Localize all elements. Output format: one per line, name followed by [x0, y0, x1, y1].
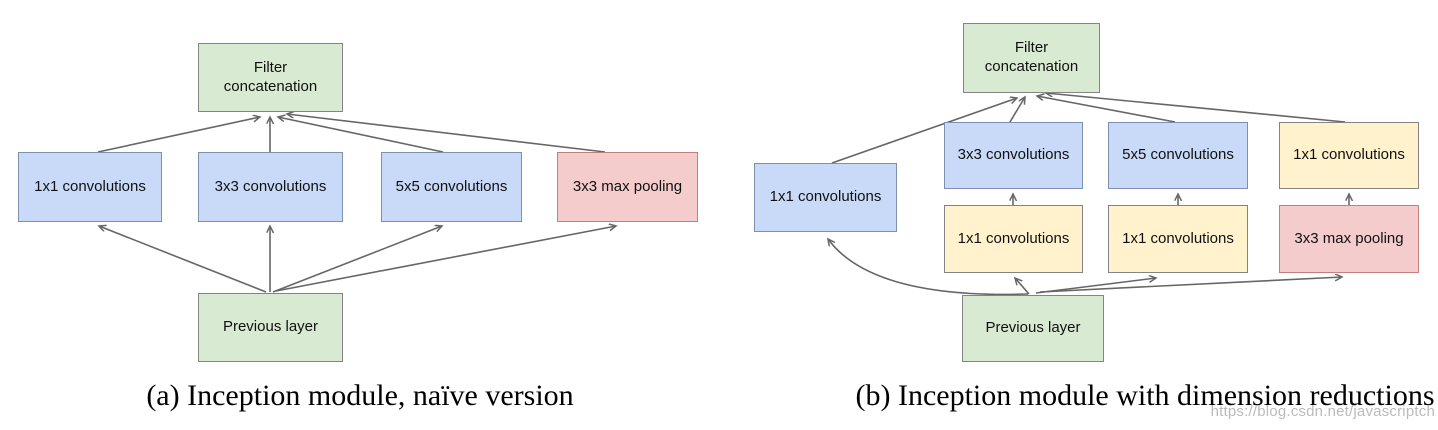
arrow-1x1branch-to-concat	[831, 98, 1017, 164]
node-label: Previous layer	[985, 319, 1081, 337]
node-label: 1x1 convolutions	[1122, 229, 1234, 247]
node-b-1x1-convolutions-right: 1x1 convolutions	[1279, 122, 1419, 189]
arrow-prev-to-maxpool	[275, 226, 616, 292]
node-a-3x3-max-pooling: 3x3 max pooling	[557, 152, 698, 222]
node-a-3x3-convolutions: 3x3 convolutions	[198, 152, 343, 222]
node-b-filter-concatenation: Filter concatenation	[963, 23, 1100, 93]
caption-b: (b) Inception module with dimension redu…	[855, 379, 1435, 412]
node-label: 5x5 convolutions	[1122, 146, 1234, 164]
node-label: 1x1 convolutions	[1293, 146, 1405, 164]
arrow-prev-to-1x1branch	[828, 239, 1029, 296]
arrow-prev-to-1x1reduce3	[1015, 278, 1030, 295]
arrow-5x5-to-concat	[278, 117, 444, 153]
watermark-url: https://blog.csdn.net/javascriptch	[1210, 403, 1435, 420]
node-label: Filter concatenation	[223, 58, 318, 95]
node-label: Previous layer	[222, 318, 319, 336]
arrow-prev-to-maxpool-b	[1039, 277, 1342, 293]
node-label: 1x1 convolutions	[769, 188, 882, 206]
caption-a: (a) Inception module, naïve version	[146, 379, 574, 412]
arrow-1x1right-to-concat	[1046, 93, 1346, 123]
node-b-5x5-convolutions: 5x5 convolutions	[1108, 122, 1248, 189]
node-a-1x1-convolutions: 1x1 convolutions	[18, 152, 162, 222]
arrows-diagram-b	[828, 93, 1349, 296]
node-b-previous-layer: Previous layer	[962, 295, 1104, 362]
node-a-5x5-convolutions: 5x5 convolutions	[381, 152, 522, 222]
node-label: 1x1 convolutions	[957, 229, 1070, 247]
node-b-1x1-convolutions-branch: 1x1 convolutions	[754, 163, 897, 232]
node-label: 3x3 max pooling	[1294, 229, 1404, 247]
arrow-prev-to-1x1	[99, 226, 267, 293]
node-b-1x1-reduce-for-3x3: 1x1 convolutions	[944, 205, 1083, 273]
node-label: Filter concatenation	[984, 39, 1079, 75]
arrow-prev-to-5x5	[272, 226, 442, 293]
arrow-5x5-to-concat-b	[1037, 96, 1176, 123]
arrows-diagram-a	[97, 114, 616, 293]
node-label: 1x1 convolutions	[34, 177, 146, 195]
arrow-1x1-to-concat	[97, 117, 260, 153]
node-a-filter-concatenation: Filter concatenation	[198, 43, 343, 112]
node-a-previous-layer: Previous layer	[198, 293, 343, 362]
node-label: 3x3 max pooling	[572, 177, 683, 195]
node-label: 5x5 convolutions	[395, 177, 508, 195]
arrow-maxpool-to-concat	[287, 114, 606, 153]
node-label: 3x3 convolutions	[957, 146, 1070, 164]
node-label: 3x3 convolutions	[214, 177, 327, 195]
node-b-1x1-reduce-for-5x5: 1x1 convolutions	[1108, 205, 1248, 273]
arrow-3x3-to-concat-b	[1009, 97, 1025, 123]
node-b-3x3-max-pooling: 3x3 max pooling	[1279, 205, 1419, 273]
node-b-3x3-convolutions: 3x3 convolutions	[944, 122, 1083, 189]
